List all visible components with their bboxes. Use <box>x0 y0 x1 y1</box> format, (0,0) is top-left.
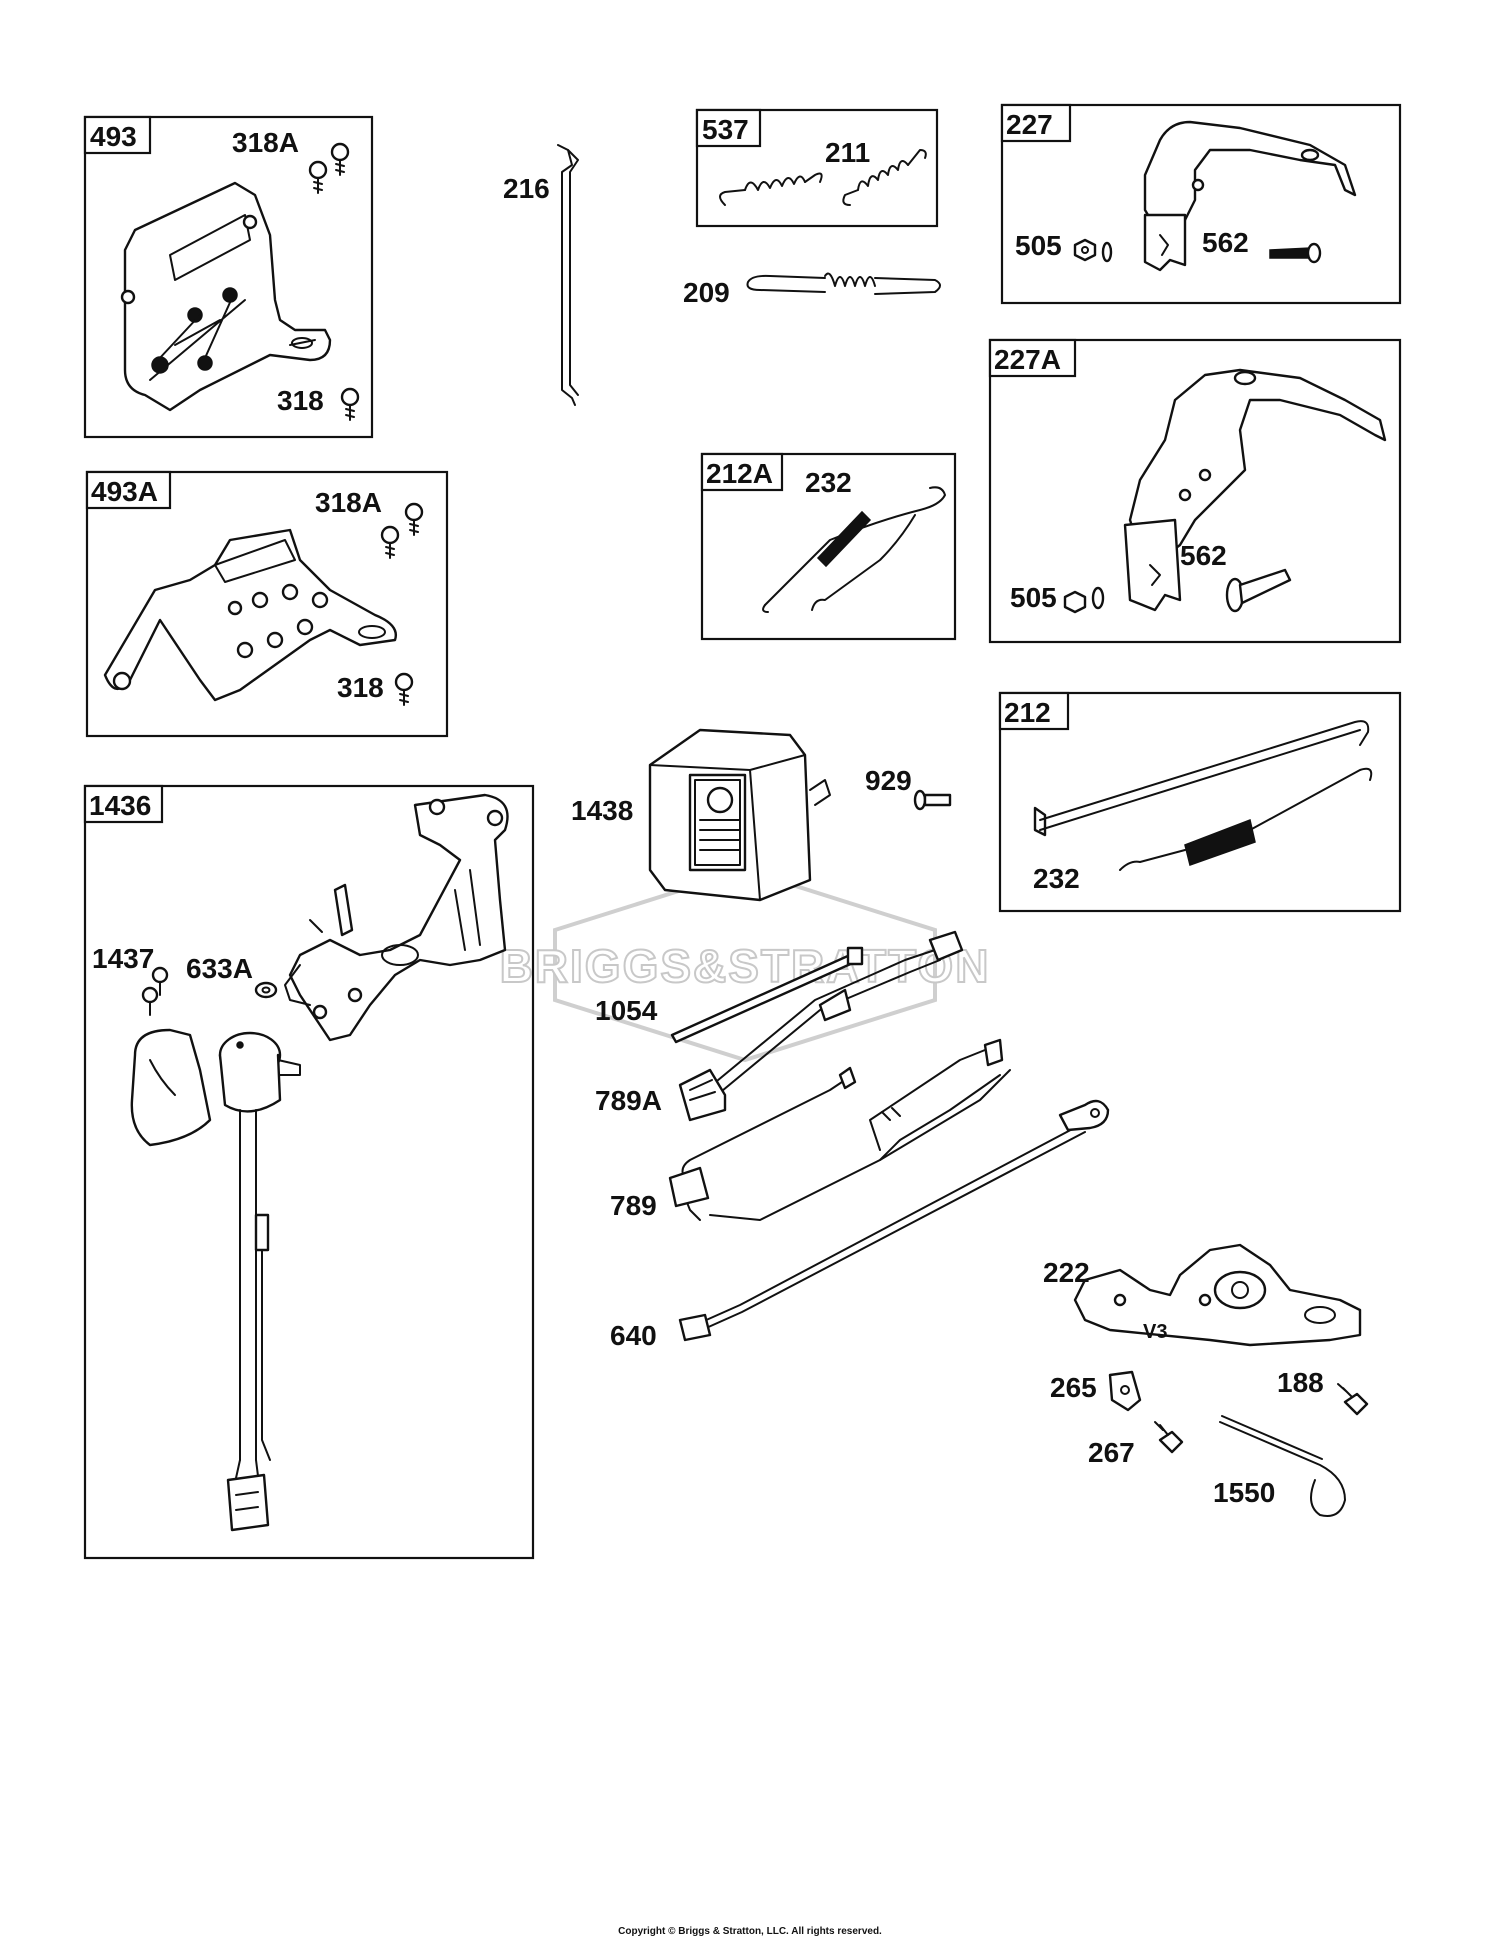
module-1438[interactable]: 1438 <box>571 728 831 902</box>
screw-1437-b[interactable] <box>141 986 159 1016</box>
pin-562-2[interactable] <box>1225 568 1292 613</box>
governor-lever-227a[interactable] <box>1128 368 1387 562</box>
screw-318a-2b[interactable] <box>380 525 400 559</box>
link-216[interactable]: 216 <box>503 144 579 406</box>
kit-212[interactable]: 212 232 <box>998 691 1402 913</box>
label-562-1: 562 <box>1202 227 1249 258</box>
kit-1436[interactable]: 1436 <box>83 784 535 1560</box>
watermark-text: BRIGGS&STRATTON <box>500 940 991 992</box>
screw-318a-1b[interactable] <box>308 160 328 194</box>
harness-789[interactable]: 789 <box>610 1038 1011 1221</box>
pin-1550[interactable]: 1550 <box>1213 1415 1346 1517</box>
washer-505-1[interactable] <box>1101 241 1113 263</box>
label-232-1: 232 <box>805 467 852 498</box>
label-929: 929 <box>865 765 912 796</box>
kit-227[interactable]: 227 505 562 <box>1000 103 1402 305</box>
label-1054: 1054 <box>595 995 658 1026</box>
label-211: 211 <box>825 137 870 168</box>
screw-1437-a[interactable] <box>151 966 169 996</box>
label-265: 265 <box>1050 1372 1097 1403</box>
label-188: 188 <box>1277 1367 1324 1398</box>
bracket-1436[interactable] <box>288 793 509 1042</box>
watermark-logo: BRIGGS&STRATTON <box>499 867 991 1063</box>
copyright-notice: Copyright © Briggs & Stratton, LLC. All … <box>618 1926 882 1937</box>
label-562-2: 562 <box>1180 540 1227 571</box>
screw-318a-2a[interactable] <box>404 502 424 536</box>
label-1437: 1437 <box>92 943 154 974</box>
label-505-1: 505 <box>1015 230 1062 261</box>
label-789a: 789A <box>595 1085 662 1116</box>
label-505-2: 505 <box>1010 582 1057 613</box>
label-318a-2: 318A <box>315 487 382 518</box>
label-v3: V3 <box>1143 1321 1167 1343</box>
kit-537[interactable]: 537 211 <box>695 108 939 228</box>
kit-493[interactable]: 493 318A 318 <box>83 115 374 439</box>
ground-wire-640[interactable]: 640 <box>610 1099 1110 1351</box>
kit-1436-number: 1436 <box>89 790 151 821</box>
link-spring-212a[interactable] <box>762 486 946 613</box>
kit-212a-number: 212A <box>706 458 773 489</box>
spring-209[interactable]: 209 <box>683 272 941 308</box>
kit-212-number: 212 <box>1004 697 1051 728</box>
governor-plate-222[interactable]: 222 V3 <box>1043 1243 1362 1347</box>
ignition-switch[interactable] <box>130 1028 301 1147</box>
kit-537-number: 537 <box>702 114 749 145</box>
label-318-1: 318 <box>277 385 324 416</box>
kit-227-number: 227 <box>1006 109 1053 140</box>
label-318a-1: 318A <box>232 127 299 158</box>
label-216: 216 <box>503 173 550 204</box>
screw-267[interactable]: 267 <box>1088 1421 1184 1468</box>
label-1438: 1438 <box>571 795 633 826</box>
screw-318a-1a[interactable] <box>330 142 350 176</box>
label-640: 640 <box>610 1320 657 1351</box>
kit-493a-number: 493A <box>91 476 158 507</box>
washer-633a[interactable] <box>254 981 278 999</box>
kit-212a[interactable]: 212A 232 <box>700 452 957 641</box>
switch-harness[interactable] <box>226 1109 271 1532</box>
screw-562-1[interactable] <box>1269 242 1322 264</box>
screw-929[interactable]: 929 <box>865 765 952 811</box>
nut-505-2[interactable] <box>1063 590 1087 614</box>
spring-211[interactable] <box>842 149 927 206</box>
label-789: 789 <box>610 1190 657 1221</box>
terminals-493a <box>236 583 329 659</box>
screw-318-1[interactable] <box>340 387 360 421</box>
label-318-2: 318 <box>337 672 384 703</box>
spring-clip-1436 <box>333 883 354 937</box>
kit-227a-number: 227A <box>994 344 1061 375</box>
label-1550: 1550 <box>1213 1477 1275 1508</box>
label-267: 267 <box>1088 1437 1135 1468</box>
label-209: 209 <box>683 277 730 308</box>
spring-537[interactable] <box>719 172 823 206</box>
kit-493-number: 493 <box>90 121 137 152</box>
label-633a: 633A <box>186 953 253 984</box>
link-spring-212[interactable] <box>1033 720 1373 871</box>
label-232-2: 232 <box>1033 863 1080 894</box>
kit-227a[interactable]: 227A 505 562 <box>988 338 1402 644</box>
washer-505-2[interactable] <box>1091 586 1105 610</box>
terminals-493 <box>149 287 246 381</box>
harness-789a[interactable]: 789A <box>595 930 964 1122</box>
governor-lever-227[interactable] <box>1143 120 1357 232</box>
clip-265[interactable]: 265 <box>1050 1370 1142 1412</box>
kit-493a[interactable]: 493A 318A 318 <box>85 470 449 738</box>
cable-tie-1054[interactable]: 1054 <box>595 946 864 1044</box>
screw-318-2[interactable] <box>394 672 414 706</box>
screw-188[interactable]: 188 <box>1277 1367 1369 1416</box>
nut-505-1[interactable] <box>1073 238 1097 262</box>
label-222: 222 <box>1043 1257 1090 1288</box>
